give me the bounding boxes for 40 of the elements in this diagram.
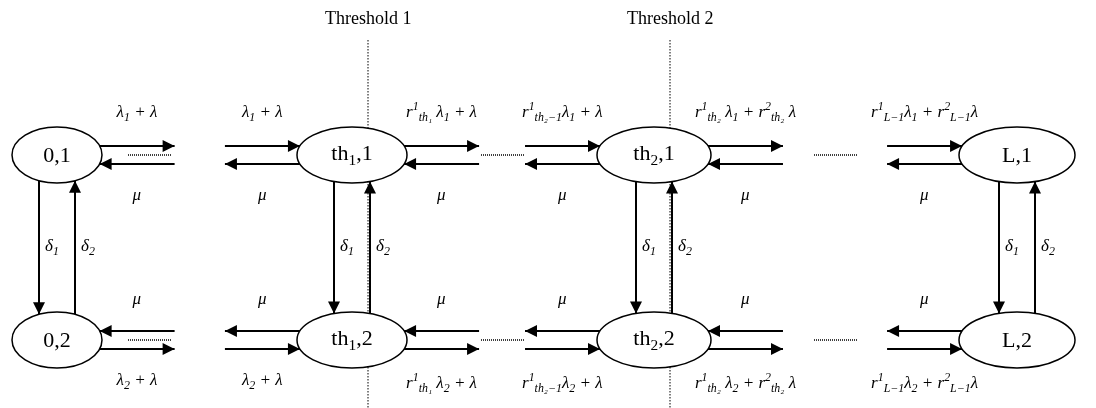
arrow (33, 179, 45, 316)
arrow (69, 179, 81, 316)
state-ellipse: L,1 (958, 126, 1076, 184)
arrow (223, 343, 301, 355)
arrow (707, 343, 784, 355)
arrow (707, 158, 784, 170)
state-ellipse: th$_{1}$,1 (296, 126, 408, 184)
arrow (223, 158, 301, 170)
edge-label: r$^{1}$$_{th₂}$ λ$_{2}$ + r$^{2}$$_{th₂}$ λ (693, 371, 798, 396)
arrow (403, 158, 481, 170)
arrow (524, 140, 601, 152)
arrow (630, 180, 642, 315)
state-ellipse: th$_{2}$,1 (596, 126, 712, 184)
edge-label: r$^{1}$$_{th₂}$ λ$_{1}$ + r$^{2}$$_{th₂}$ λ (693, 100, 798, 125)
arrow (707, 140, 784, 152)
arrow (328, 180, 340, 315)
arrow (223, 140, 301, 152)
state-ellipse: th$_{1}$,2 (296, 311, 408, 369)
arrow (98, 325, 176, 337)
arrow (707, 325, 784, 337)
arrow (223, 325, 301, 337)
state-ellipse: 0,2 (11, 311, 103, 369)
arrow (524, 343, 601, 355)
arrow (1029, 180, 1041, 315)
state-ellipse: L,2 (958, 311, 1076, 369)
state-ellipse: 0,1 (11, 126, 103, 184)
arrow (364, 180, 376, 315)
arrow (403, 343, 481, 355)
arrow (524, 158, 601, 170)
arrow (993, 180, 1005, 315)
edge-label: r$^{1}$$_{th₁}$ λ$_{2}$ + λ (405, 371, 478, 396)
arrow (403, 140, 481, 152)
edge-label: r$^{1}$$_{th₁}$ λ$_{1}$ + λ (405, 100, 478, 125)
state-ellipse: th$_{2}$,2 (596, 311, 712, 369)
arrow (666, 180, 678, 315)
edge-label: r$^{1}$$_{th₂−1}$λ$_{2}$ + λ (521, 371, 604, 396)
arrow (98, 158, 176, 170)
arrow (524, 325, 601, 337)
arrow (403, 325, 481, 337)
edge-label: r$^{1}$$_{th₂−1}$λ$_{1}$ + λ (521, 100, 604, 125)
